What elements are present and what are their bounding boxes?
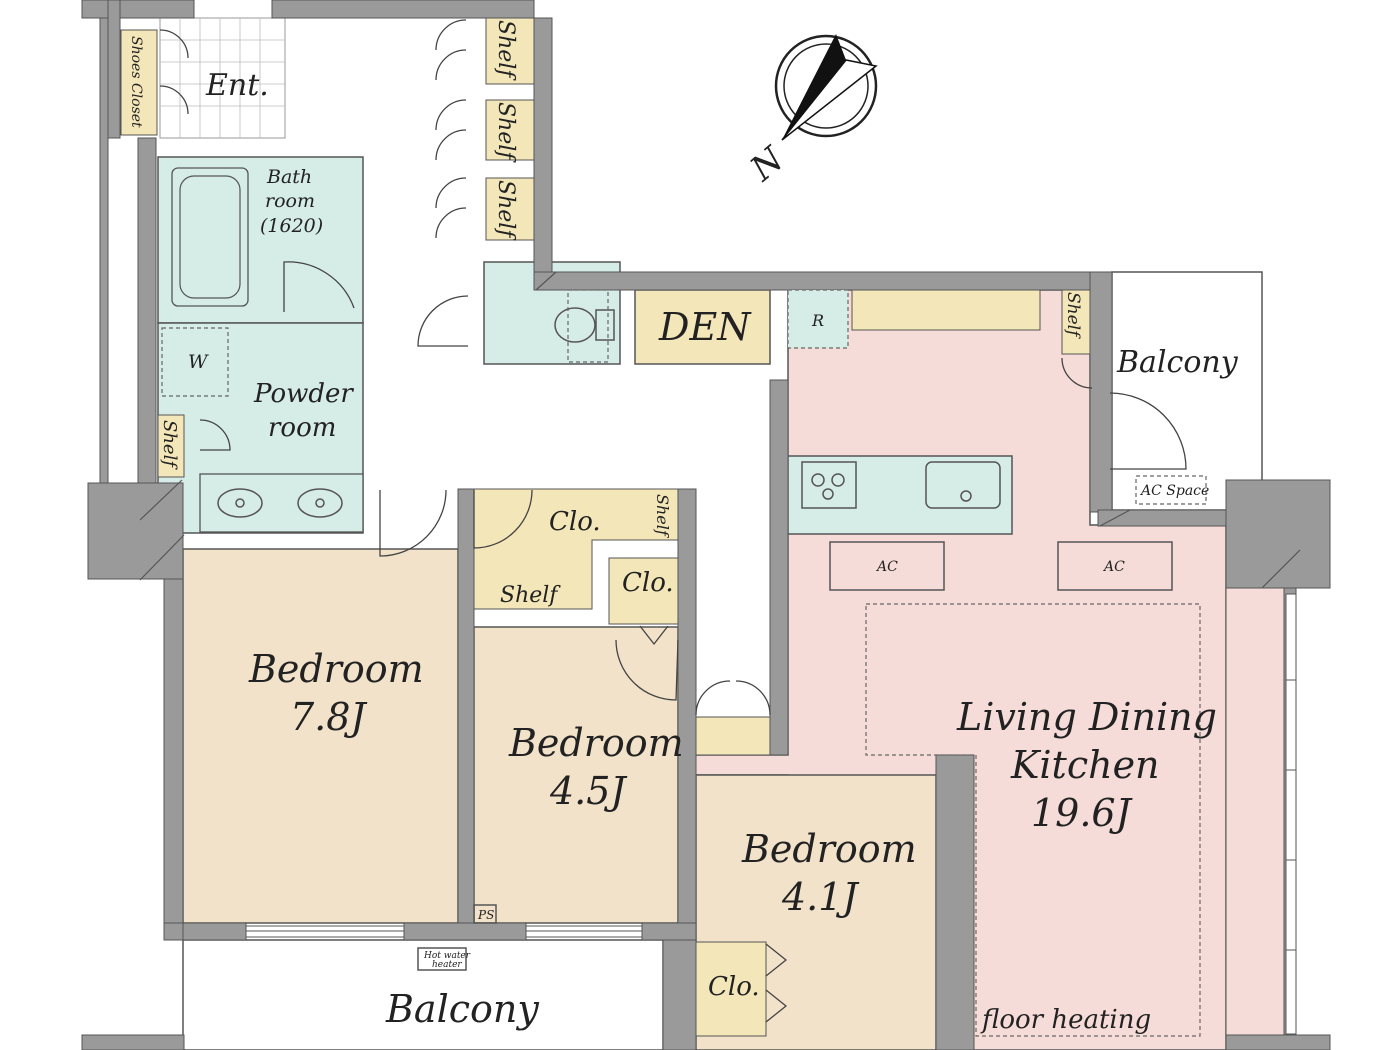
label-hot-water-line1: Hot water bbox=[423, 951, 471, 961]
shoes-closet-floor bbox=[120, 29, 158, 136]
label-bedroom1-name: Bedroom bbox=[248, 647, 424, 691]
ac-space-box bbox=[1135, 475, 1207, 505]
bedroom1-floor bbox=[182, 548, 459, 924]
shelf-1-floor bbox=[485, 17, 535, 85]
compass-needle-light bbox=[781, 59, 878, 141]
ac-unit-left bbox=[829, 541, 945, 591]
label-den: DEN bbox=[658, 305, 752, 349]
floor-heating-zone bbox=[865, 603, 1201, 1037]
label-balcony-south: Balcony bbox=[385, 987, 539, 1031]
label-bathroom-line3: (1620) bbox=[260, 215, 323, 237]
label-shelf-ldk: Shelf bbox=[1063, 292, 1083, 339]
east-balcony-floor bbox=[1111, 271, 1263, 511]
label-ldk-size: 19.6J bbox=[1031, 791, 1133, 835]
compass-needle-dark bbox=[782, 34, 846, 140]
label-shelf-powder: Shelf bbox=[159, 420, 180, 470]
hot-water-heater bbox=[417, 947, 467, 971]
label-closet-small: Clo. bbox=[622, 568, 674, 598]
sink-right bbox=[297, 488, 343, 518]
label-shelf-closet: Shelf bbox=[500, 583, 561, 608]
bedroom2-floor bbox=[473, 626, 679, 924]
label-powder-line2: room bbox=[268, 413, 336, 443]
closet-bottom-floor bbox=[695, 941, 767, 1037]
pipe-space bbox=[473, 904, 497, 924]
label-entrance: Ent. bbox=[205, 68, 269, 103]
washer-space bbox=[161, 327, 229, 397]
compass: N bbox=[742, 34, 878, 190]
label-bedroom3-name: Bedroom bbox=[741, 827, 917, 871]
ldk-counter-storage bbox=[851, 289, 1041, 331]
den-floor bbox=[634, 289, 771, 365]
doors bbox=[159, 19, 1187, 1023]
shelf-3-floor bbox=[485, 177, 535, 241]
label-pipe-space: PS bbox=[477, 908, 494, 922]
label-ldk-line1: Living Dining bbox=[956, 695, 1217, 739]
label-ldk-line2: Kitchen bbox=[1010, 743, 1160, 787]
ldk-window-strip bbox=[1225, 587, 1285, 1050]
shelf-2-floor bbox=[485, 99, 535, 161]
bathtub bbox=[171, 167, 249, 307]
sink-left bbox=[217, 488, 263, 518]
room-labels: Ent. Shoes Closet Bath room (1620) W Pow… bbox=[128, 20, 1239, 1035]
shelf-powder-floor bbox=[157, 414, 185, 478]
label-bedroom1-size: 7.8J bbox=[290, 695, 367, 739]
kitchen-sink bbox=[925, 461, 1001, 509]
hall-storage-floor bbox=[695, 716, 771, 756]
label-closet-bottom: Clo. bbox=[708, 972, 760, 1002]
cooktop bbox=[801, 461, 857, 509]
fixtures bbox=[160, 18, 1297, 1037]
vanity bbox=[199, 473, 364, 533]
corner-hatching bbox=[139, 271, 1301, 589]
label-shoes-closet: Shoes Closet bbox=[128, 36, 144, 128]
entrance-tile-grid bbox=[160, 18, 285, 138]
label-bedroom3-size: 4.1J bbox=[781, 875, 859, 919]
label-shelf-3: Shelf bbox=[493, 180, 518, 241]
label-ac-left: AC bbox=[875, 559, 898, 575]
label-washer: W bbox=[188, 351, 209, 373]
south-balcony-floor bbox=[182, 939, 664, 1050]
label-bathroom-line2: room bbox=[265, 190, 315, 212]
label-hot-water-line2: heater bbox=[432, 960, 462, 970]
label-closet-upper: Clo. bbox=[549, 507, 601, 537]
label-floor-heating: floor heating bbox=[980, 1005, 1151, 1035]
label-ac-space: AC Space bbox=[1139, 483, 1209, 499]
label-ac-right: AC bbox=[1102, 559, 1125, 575]
label-powder-line1: Powder bbox=[253, 379, 354, 409]
kitchen-counter bbox=[787, 455, 1013, 535]
label-bedroom2-size: 4.5J bbox=[549, 769, 627, 813]
compass-label: N bbox=[742, 139, 792, 190]
label-refrigerator: R bbox=[811, 311, 824, 330]
label-balcony-east: Balcony bbox=[1116, 345, 1239, 380]
ac-unit-right bbox=[1057, 541, 1173, 591]
label-bedroom2-name: Bedroom bbox=[508, 721, 684, 765]
toilet bbox=[554, 307, 596, 343]
closet-small-floor bbox=[608, 557, 679, 625]
label-shelf-1: Shelf bbox=[493, 20, 518, 81]
refrigerator-space bbox=[787, 289, 849, 349]
label-bathroom-line1: Bath bbox=[266, 166, 312, 188]
label-shelf-2: Shelf bbox=[493, 102, 518, 163]
entrance-floor bbox=[159, 17, 286, 139]
label-shelf-closet-vertical: Shelf bbox=[653, 494, 672, 539]
